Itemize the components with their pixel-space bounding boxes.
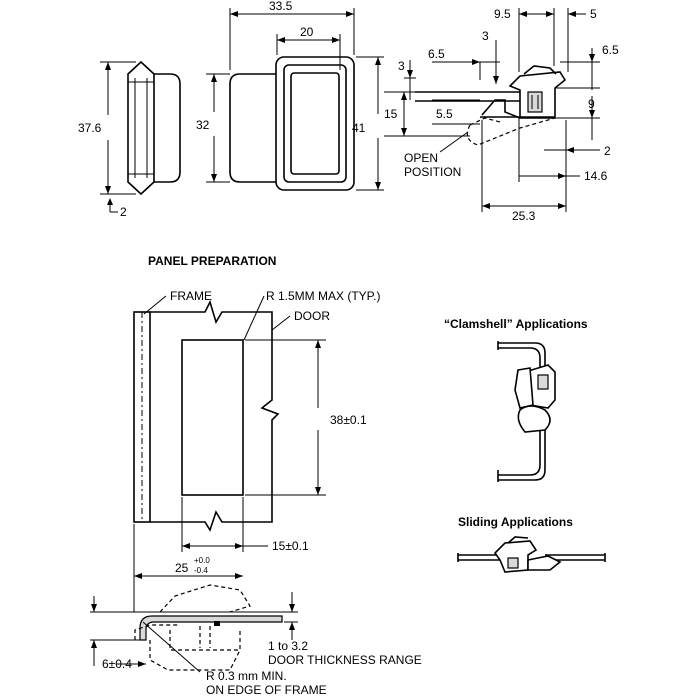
clamshell-title: “Clamshell” Applications: [444, 317, 588, 331]
sliding-application: Sliding Applications: [457, 515, 606, 573]
dim-6-5-left: 6.5: [428, 47, 445, 61]
front-view: 33.5 20 32 41: [196, 0, 384, 191]
dim-15: 15: [384, 107, 398, 121]
panel-preparation: PANEL PREPARATION FRAME R 1.5MM MAX (TYP…: [133, 254, 380, 612]
dim-25-3: 25.3: [512, 209, 536, 223]
thick-caption: DOOR THICKNESS RANGE: [268, 653, 422, 667]
r03-label-1: R 0.3 mm MIN.: [206, 669, 287, 683]
dim-14-6: 14.6: [584, 169, 608, 183]
thick-range-label: 1 to 3.2: [268, 639, 308, 653]
frame-label: FRAME: [170, 289, 212, 303]
open-label-2: POSITION: [404, 165, 461, 179]
front-inner-height-label: 32: [196, 118, 210, 132]
dim-5-5: 5.5: [436, 107, 453, 121]
side-view: 37.6 2: [78, 60, 181, 219]
tol-minus: -0.4: [194, 566, 208, 575]
r03-label-2: ON EDGE OF FRAME: [206, 683, 327, 697]
panel-height-label: 38±0.1: [330, 413, 367, 427]
front-width-label: 33.5: [269, 0, 293, 13]
sliding-title: Sliding Applications: [458, 515, 573, 529]
dim-2: 2: [604, 144, 611, 158]
profile-view: OPEN POSITION 9.5 5 3 6.5 6.5 3: [384, 7, 619, 223]
section-detail: 1 to 3.2 DOOR THICKNESS RANGE 6±0.4 R 0.…: [90, 584, 422, 697]
front-inner-width-label: 20: [300, 25, 314, 39]
front-height-label: 41: [352, 121, 366, 135]
dim-9: 9: [588, 97, 595, 111]
side-height-label: 37.6: [78, 121, 102, 135]
door-label: DOOR: [294, 309, 330, 323]
open-label-1: OPEN: [404, 151, 438, 165]
side-offset-label: 2: [120, 205, 127, 219]
dim-3-left: 3: [398, 59, 405, 73]
width-25-label: 25: [175, 561, 189, 575]
dim-3-top: 3: [482, 29, 489, 43]
clamshell-application: “Clamshell” Applications: [444, 317, 588, 482]
depth-6-label: 6±0.4: [102, 657, 132, 671]
dim-5: 5: [590, 7, 597, 21]
panel-title: PANEL PREPARATION: [148, 254, 276, 268]
radius-label: R 1.5MM MAX (TYP.): [266, 289, 380, 303]
width-15-label: 15±0.1: [272, 539, 309, 553]
dim-6-5-right: 6.5: [602, 43, 619, 57]
dim-9-5: 9.5: [494, 7, 511, 21]
tol-plus: +0.0: [194, 556, 210, 565]
